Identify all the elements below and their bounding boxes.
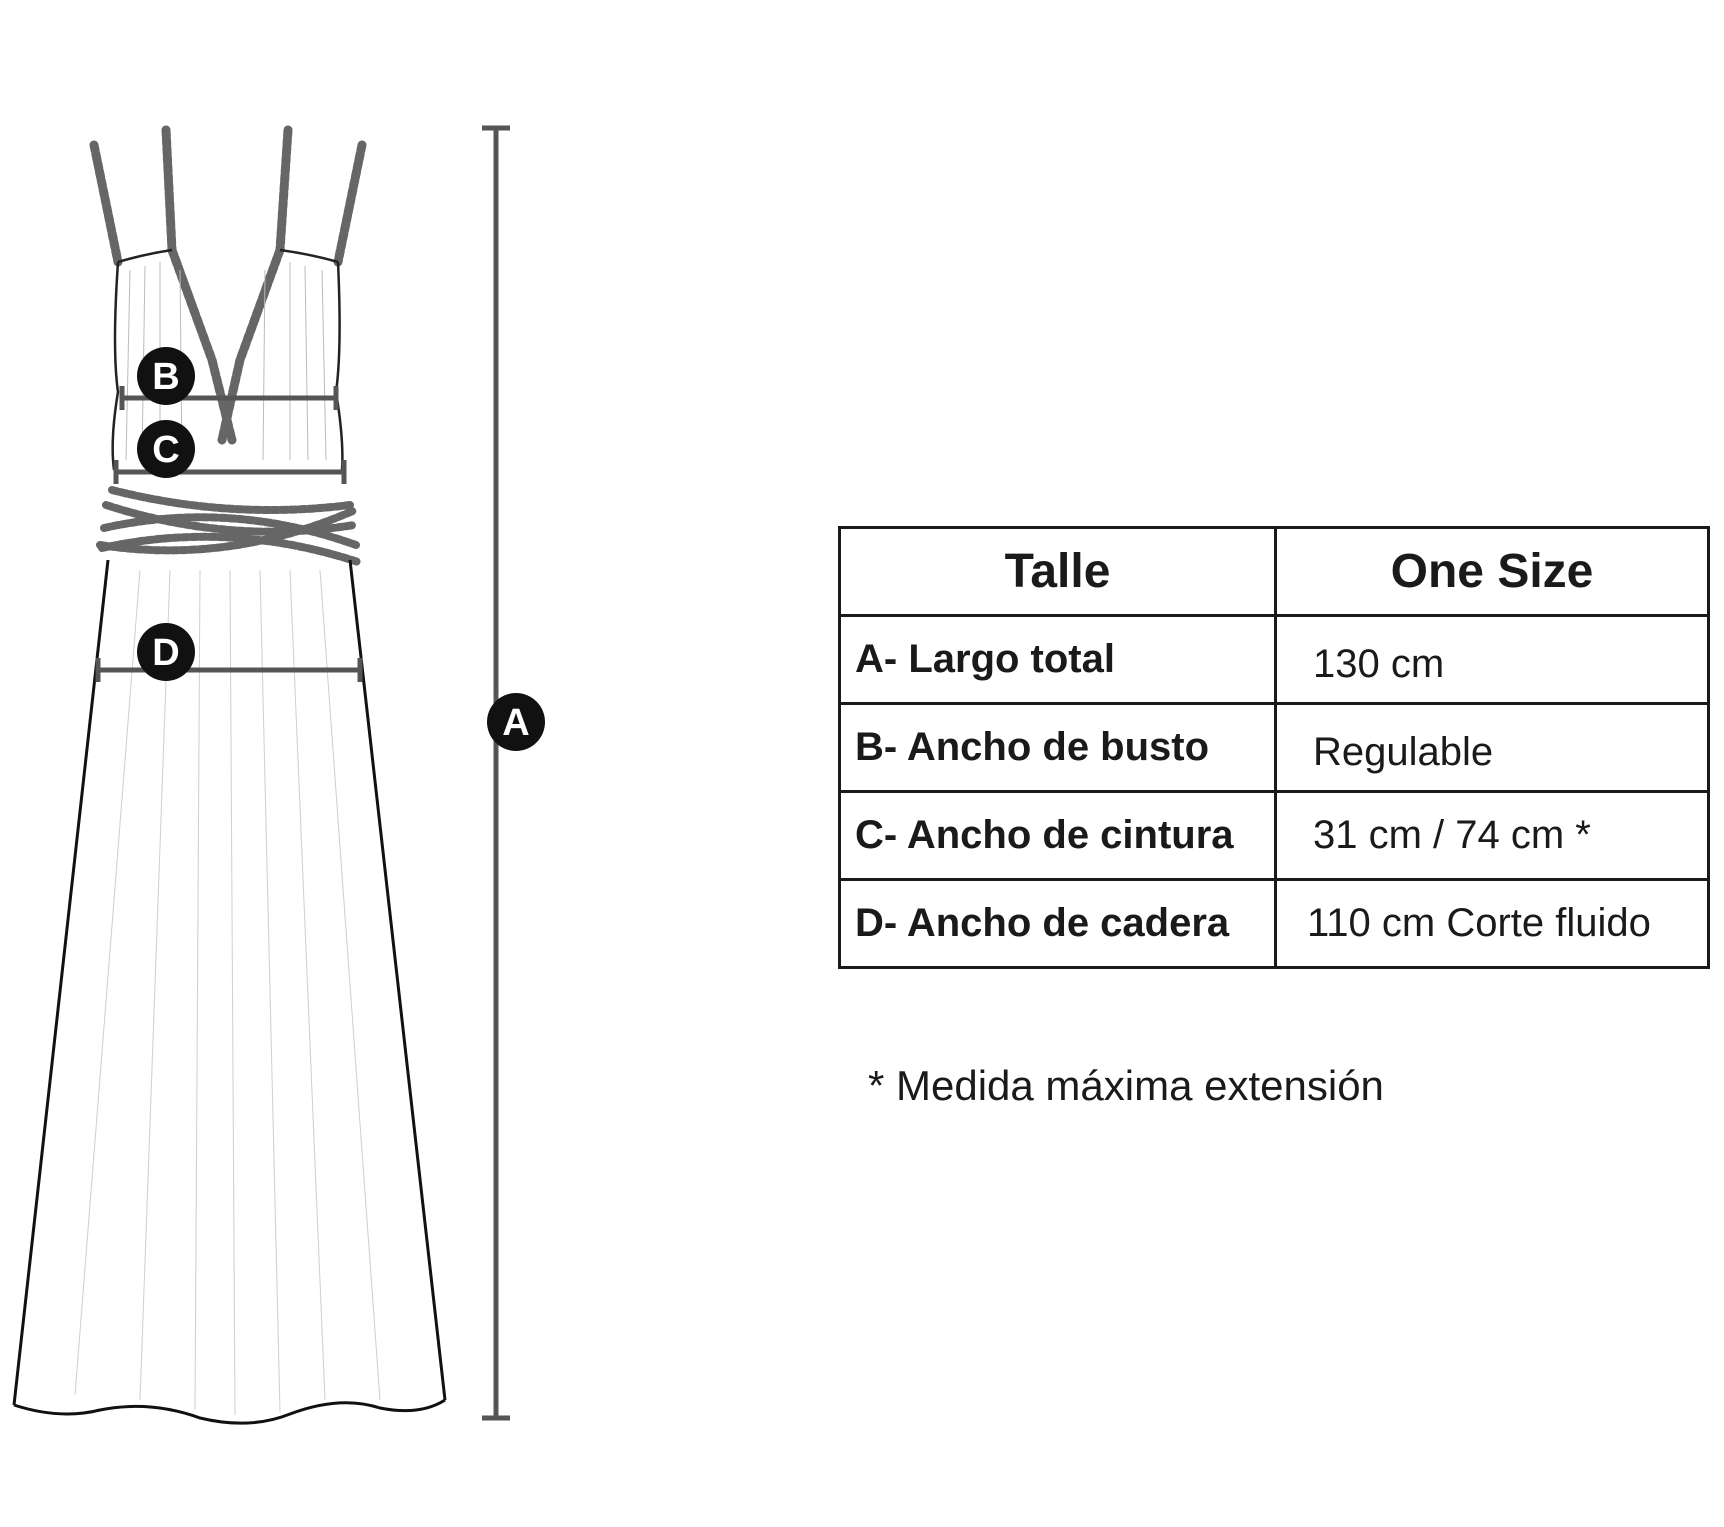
- marker-c: C: [137, 420, 195, 478]
- table-row: C- Ancho de cintura 31 cm / 74 cm *: [838, 790, 1710, 881]
- dress-straps: [89, 125, 367, 267]
- waist-ropes: [96, 486, 362, 566]
- table-header-row: Talle One Size: [838, 526, 1710, 617]
- marker-a-label: A: [502, 702, 529, 744]
- row-value: Regulable: [1274, 702, 1710, 793]
- marker-a: A: [487, 693, 545, 751]
- table-row: B- Ancho de busto Regulable: [838, 702, 1710, 793]
- row-value: 130 cm: [1274, 614, 1710, 705]
- marker-b: B: [137, 347, 195, 405]
- dress-diagram: A B C D: [12, 125, 545, 1425]
- skirt-folds: [74, 569, 381, 1416]
- table-row: A- Largo total 130 cm: [838, 614, 1710, 705]
- marker-c-label: C: [152, 429, 179, 471]
- marker-d: D: [137, 623, 195, 681]
- neckline-rope: [167, 245, 285, 445]
- marker-d-label: D: [152, 632, 179, 674]
- row-value: 31 cm / 74 cm *: [1274, 790, 1710, 881]
- row-label: A- Largo total: [838, 614, 1277, 705]
- table-row: D- Ancho de cadera 110 cm Corte fluido: [838, 878, 1710, 969]
- footnote: * Medida máxima extensión: [868, 1062, 1384, 1109]
- skirt: [12, 559, 447, 1425]
- header-size-label: Talle: [838, 526, 1277, 617]
- size-table: Talle One Size A- Largo total 130 cm B- …: [838, 526, 1710, 969]
- header-size-value: One Size: [1274, 526, 1710, 617]
- row-label: C- Ancho de cintura: [838, 790, 1277, 881]
- row-label: B- Ancho de busto: [838, 702, 1277, 793]
- marker-b-label: B: [152, 356, 179, 398]
- row-label: D- Ancho de cadera: [838, 878, 1277, 969]
- row-value: 110 cm Corte fluido: [1274, 878, 1710, 969]
